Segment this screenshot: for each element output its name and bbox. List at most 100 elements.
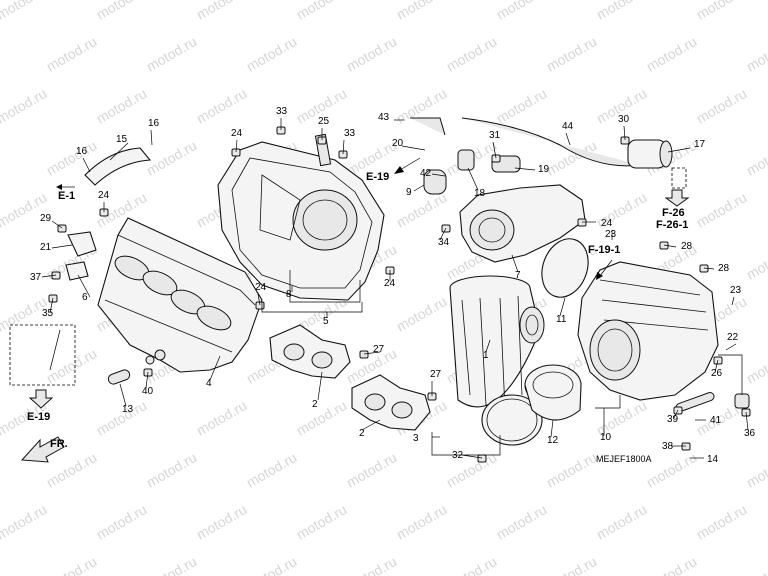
leader-line	[550, 419, 554, 438]
callout-21: 21	[40, 242, 52, 253]
leader-line	[119, 383, 127, 407]
fastener	[491, 154, 501, 163]
leader-line	[485, 339, 491, 353]
watermark-text: motod.ru	[94, 501, 150, 542]
resonator-drawing	[459, 184, 586, 263]
watermark-text: motod.ru	[144, 553, 200, 576]
leader-line	[725, 343, 737, 351]
callout-10: 10	[600, 432, 612, 443]
callout-36: 36	[744, 428, 756, 439]
callout-24: 24	[601, 218, 613, 229]
callout-27: 27	[373, 344, 385, 355]
valve-18-drawing	[457, 149, 475, 171]
callout-30: 30	[618, 114, 630, 125]
fitting-36-drawing	[734, 393, 750, 409]
callout-43: 43	[378, 112, 390, 123]
watermark-text: motod.ru	[444, 33, 500, 74]
callout-18: 18	[474, 188, 486, 199]
leader-line	[150, 129, 153, 146]
callout-39: 39	[667, 414, 679, 425]
watermark-text: motod.ru	[744, 241, 768, 282]
diagram-code: MEJEF1800A	[596, 454, 652, 464]
callout-32: 32	[452, 450, 464, 461]
callout-42: 42	[420, 168, 432, 179]
watermark-text: motod.ru	[544, 33, 600, 74]
bracket-8	[289, 270, 361, 303]
callout-27: 27	[430, 369, 442, 380]
callout-44: 44	[562, 121, 574, 132]
callout-4: 4	[206, 378, 212, 389]
callout-2: 2	[312, 399, 318, 410]
leader-line	[51, 220, 63, 229]
watermark-text: motod.ru	[294, 0, 350, 23]
solenoid-drawing	[627, 139, 673, 169]
callout-23: 23	[730, 285, 742, 296]
callout-22: 22	[727, 332, 739, 343]
watermark-text: motod.ru	[194, 397, 250, 438]
watermark-text: motod.ru	[394, 293, 450, 334]
seal-ring-drawing	[541, 238, 589, 298]
ref-e19-top: E-19	[366, 157, 421, 183]
fastener	[577, 218, 587, 227]
fastener	[477, 454, 487, 463]
connecting-tube-drawing	[524, 364, 582, 421]
callout-13: 13	[122, 404, 134, 415]
watermark-text: motod.ru	[344, 449, 400, 490]
watermark-text: motod.ru	[0, 501, 49, 542]
watermark-text: motod.ru	[694, 0, 750, 23]
bracket-22	[718, 354, 743, 395]
callout-24: 24	[255, 282, 267, 293]
leader-line	[317, 371, 323, 401]
callout-20: 20	[392, 138, 404, 149]
filter-element-drawing	[449, 275, 545, 411]
callout-40: 40	[142, 386, 154, 397]
watermark-text: motod.ru	[694, 85, 750, 126]
ref-e19-left: E-19	[27, 389, 54, 423]
callout-35: 35	[42, 308, 54, 319]
band-ring-drawing	[481, 394, 543, 446]
ref-f19-1-label: F-19-1	[588, 244, 620, 256]
ref-f26: F-26 F-26-1	[656, 167, 690, 231]
leader-line	[745, 411, 749, 431]
tube-44-drawing	[461, 117, 641, 167]
hose-detail-drawing	[49, 329, 61, 371]
callout-16: 16	[76, 146, 88, 157]
watermark-text: motod.ru	[494, 0, 550, 23]
watermark-text: motod.ru	[644, 553, 700, 576]
callout-41: 41	[710, 415, 722, 426]
callout-16: 16	[148, 118, 160, 129]
fastener	[681, 442, 691, 451]
watermark-text: motod.ru	[544, 449, 600, 490]
ref-e1: E-1	[56, 184, 75, 202]
leader-line	[514, 167, 536, 171]
watermark-text: motod.ru	[44, 345, 100, 386]
callout-14: 14	[707, 454, 719, 465]
watermark-text: motod.ru	[644, 449, 700, 490]
callout-11: 11	[556, 314, 567, 325]
watermark-text: motod.ru	[744, 137, 768, 178]
leader-line	[361, 419, 381, 431]
callout-1: 1	[483, 350, 489, 361]
watermark-text: motod.ru	[394, 501, 450, 542]
callout-6: 6	[82, 292, 88, 303]
leader-line	[209, 355, 221, 381]
lower-housing-drawing	[97, 217, 263, 373]
leader-line	[257, 293, 261, 306]
watermark-text: motod.ru	[494, 85, 550, 126]
callout-28: 28	[681, 241, 693, 252]
leader-line	[439, 227, 447, 241]
callout-5: 5	[323, 316, 329, 327]
watermark-text: motod.ru	[244, 449, 300, 490]
callout-24: 24	[384, 278, 396, 289]
leader-line	[673, 409, 679, 419]
bracket-3	[431, 432, 501, 456]
callout-24: 24	[98, 190, 110, 201]
watermark-text: motod.ru	[194, 85, 250, 126]
leader-line	[714, 359, 719, 373]
bracket-21-drawing	[67, 231, 97, 257]
callout-8: 8	[286, 289, 292, 300]
leader-line	[565, 132, 571, 146]
